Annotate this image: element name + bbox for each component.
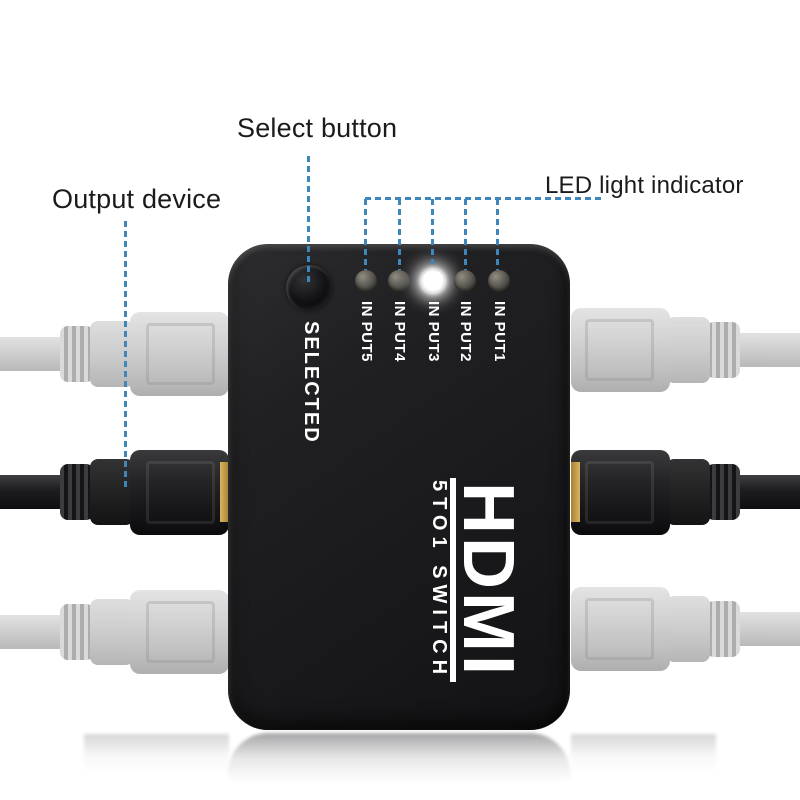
- connector-head: [130, 590, 229, 674]
- connector-boot: [90, 459, 134, 525]
- hdmi-switch-device: SELECTED IN PUT5 IN PUT4 IN PUT3 IN PUT2…: [228, 244, 570, 730]
- selected-label: SELECTED: [300, 321, 322, 444]
- left-connector-reflection: [84, 734, 229, 774]
- connector-boot: [666, 459, 710, 525]
- hdmi-cable-left-top: [0, 312, 229, 396]
- cable-strain-relief: [60, 464, 94, 520]
- label-select-button: Select button: [237, 113, 398, 143]
- led-label-input2: IN PUT2: [457, 301, 474, 363]
- cable-wire: [736, 612, 800, 646]
- led-label-input5: IN PUT5: [358, 301, 375, 363]
- right-connector-reflection: [571, 734, 716, 774]
- callout-line-led4: [398, 199, 401, 270]
- led-label-input3: IN PUT3: [425, 301, 442, 363]
- led-input4: [388, 270, 410, 292]
- callout-line-led3: [431, 199, 434, 264]
- hdmi-logo: HDMI 5TO1 SWITCH: [428, 478, 528, 682]
- connector-head: [130, 312, 229, 396]
- callout-line-output-device: [124, 221, 127, 488]
- cable-strain-relief: [706, 464, 740, 520]
- cable-wire: [736, 333, 800, 367]
- cable-wire: [0, 337, 64, 371]
- label-led-indicator: LED light indicator: [545, 172, 744, 199]
- connector-boot: [666, 317, 710, 383]
- callout-line-select-button: [307, 156, 310, 286]
- cable-strain-relief: [60, 326, 94, 382]
- connector-head: [571, 450, 670, 535]
- led-label-input1: IN PUT1: [491, 301, 508, 363]
- led-label-input4: IN PUT4: [391, 301, 408, 363]
- cable-wire: [0, 475, 64, 509]
- connector-head: [571, 587, 670, 671]
- hdmi-logo-title: HDMI: [448, 482, 528, 678]
- connector-boot: [90, 321, 134, 387]
- connector-boot: [90, 599, 134, 665]
- hdmi-cable-left-bottom: [0, 590, 229, 674]
- callout-line-led1: [496, 199, 499, 270]
- led-input5: [355, 270, 377, 292]
- connector-head: [130, 450, 229, 535]
- device-reflection: [228, 733, 570, 789]
- hdmi-cable-right-top: [571, 308, 800, 392]
- hdmi-cable-left-middle-output: [0, 450, 229, 535]
- hdmi-logo-subtitle: 5TO1 SWITCH: [428, 479, 450, 681]
- cable-strain-relief: [706, 601, 740, 657]
- connector-gold-plug: [220, 462, 229, 522]
- cable-wire: [0, 615, 64, 649]
- connector-head: [571, 308, 670, 392]
- connector-boot: [666, 596, 710, 662]
- label-output-device: Output device: [52, 184, 222, 214]
- cable-wire: [736, 475, 800, 509]
- callout-line-led2: [464, 199, 467, 270]
- led-input3-lit: [422, 270, 444, 292]
- callout-line-led5: [364, 199, 367, 270]
- hdmi-cable-right-middle-input: [571, 450, 800, 535]
- callout-line-led-horizontal: [365, 197, 602, 200]
- connector-gold-plug: [571, 462, 580, 522]
- cable-strain-relief: [706, 322, 740, 378]
- cable-strain-relief: [60, 604, 94, 660]
- led-input2: [454, 270, 476, 292]
- hdmi-cable-right-bottom: [571, 587, 800, 671]
- led-input1: [488, 270, 510, 292]
